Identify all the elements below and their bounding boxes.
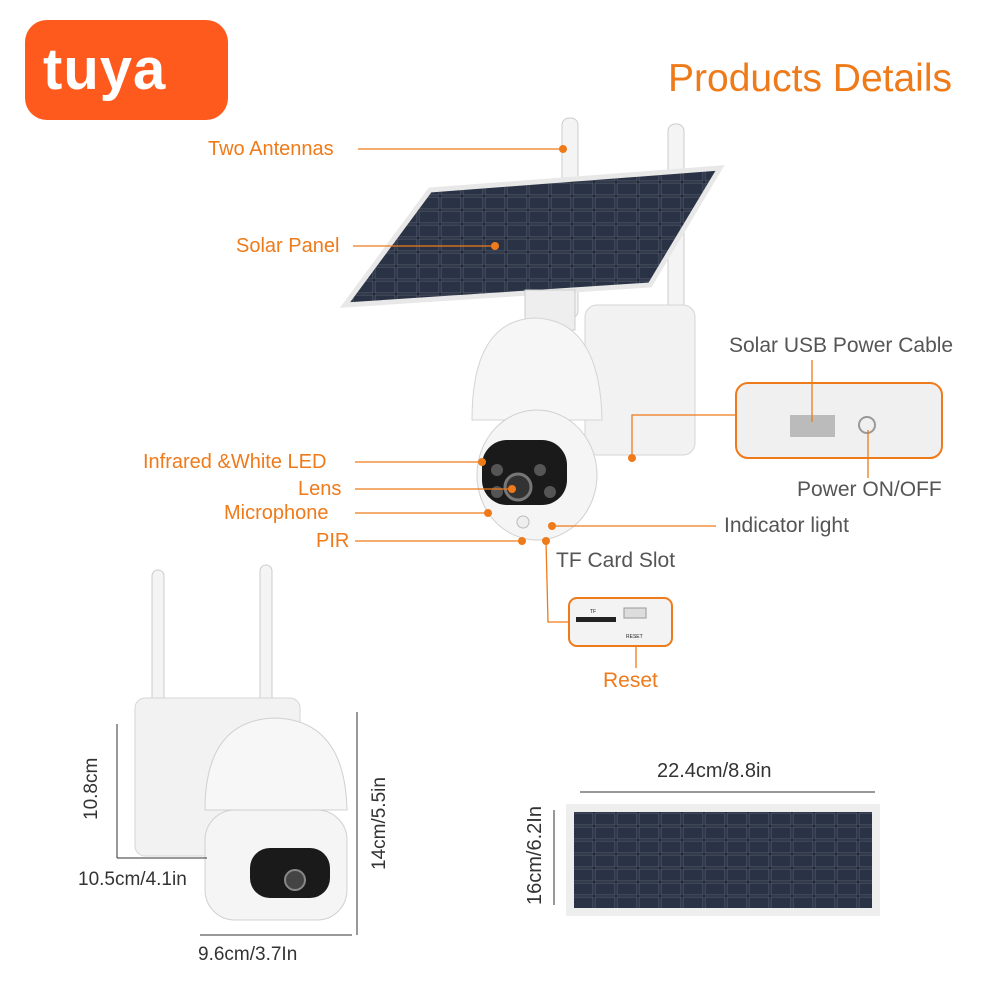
solar-panel <box>339 165 725 308</box>
page-title: Products Details <box>668 57 952 100</box>
dim-cam-depth: 10.5cm/4.1in <box>78 869 187 890</box>
usb-power-inset <box>735 382 943 459</box>
callout-pir: PIR <box>316 530 350 552</box>
dim-panel-height: 16cm/6.2In <box>524 806 546 905</box>
callout-tf-slot: TF Card Slot <box>556 549 676 572</box>
logo-text: tuya <box>43 37 167 102</box>
callout-two-antennas: Two Antennas <box>208 138 334 160</box>
tf-label: TF <box>590 609 596 615</box>
callout-lines <box>353 148 869 668</box>
callout-indicator-light: Indicator light <box>724 514 849 537</box>
dim-cam-height: 10.8cm <box>81 757 102 820</box>
battery-box <box>584 304 696 456</box>
dimension-lines <box>116 712 875 936</box>
callout-usb-cable: Solar USB Power Cable <box>729 334 954 357</box>
callout-power: Power ON/OFF <box>797 478 942 501</box>
reset-label: RESET <box>626 634 643 640</box>
callout-reset: Reset <box>603 669 658 692</box>
dim-panel-width: 22.4cm/8.8in <box>657 760 772 782</box>
callout-microphone: Microphone <box>224 502 329 524</box>
dim-cam-width: 9.6cm/3.7In <box>198 944 298 965</box>
solar-panel-flat <box>566 804 880 916</box>
callout-lens: Lens <box>298 478 342 500</box>
tuya-logo: tuya <box>25 20 228 120</box>
dim-cam-total-height: 14cm/5.5in <box>369 777 390 870</box>
camera-dome <box>471 317 603 421</box>
callout-solar-panel: Solar Panel <box>236 235 340 257</box>
callout-led: Infrared &White LED <box>143 451 327 473</box>
